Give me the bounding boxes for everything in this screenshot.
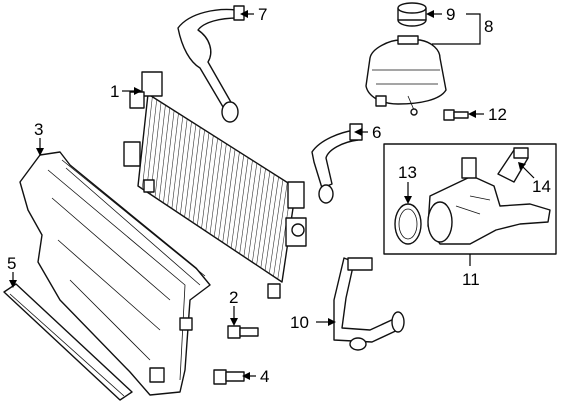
radiator-fin [226, 152, 240, 246]
o-ring-gasket-icon [394, 203, 422, 245]
bolt-4-icon [213, 369, 245, 385]
callout-12: 12 [488, 105, 507, 124]
radiator-fin [158, 107, 171, 201]
bolt-12-icon [443, 109, 469, 121]
radiator-fin [222, 149, 236, 243]
radiator-fin [209, 140, 223, 235]
upper-hose-icon [177, 5, 245, 123]
callout-11: 11 [462, 270, 480, 289]
radiator-fin [205, 138, 218, 232]
radiator-fin [260, 174, 275, 268]
coolant-hose-icon [311, 123, 363, 204]
radiator-fin [247, 165, 262, 260]
callout-5: 5 [7, 254, 16, 273]
radiator-fin [218, 146, 231, 240]
callout-labels: 1 2 3 4 5 6 7 8 9 10 11 12 13 14 [7, 5, 551, 386]
radiator-fin [163, 110, 175, 203]
radiator-fin [243, 163, 258, 257]
radiator-fin [213, 143, 227, 237]
radiator-fin [197, 132, 210, 226]
radiator-fin [184, 124, 197, 218]
radiator-fin [141, 96, 153, 189]
callout-7: 7 [258, 5, 267, 24]
thermostat-housing-icon [427, 157, 551, 245]
seal-strip-icon [3, 283, 133, 401]
callout-8: 8 [484, 17, 493, 36]
callout-9: 9 [446, 5, 455, 24]
radiator-fin [239, 160, 253, 254]
callout-10: 10 [290, 313, 309, 332]
radiator-fin [188, 127, 201, 220]
radiator-fin [192, 129, 205, 223]
radiator-fin [154, 105, 166, 198]
leader-lines [9, 10, 535, 380]
radiator-fin [273, 182, 288, 277]
radiator-fin [146, 99, 157, 192]
radiator-fin [175, 118, 188, 212]
callout-2: 2 [229, 288, 238, 307]
callout-1: 1 [110, 82, 119, 101]
callout-6: 6 [372, 123, 381, 142]
reservoir-icon [365, 35, 447, 116]
radiator-fin [256, 171, 271, 266]
callout-4: 4 [260, 367, 269, 386]
radiator-fin [180, 121, 192, 215]
radiator-icon [123, 71, 307, 299]
radiator-fin [235, 157, 249, 251]
radiator-fin [171, 116, 184, 209]
lower-hose-icon [333, 257, 405, 351]
radiator-fin [252, 168, 266, 263]
bolt-2-icon [227, 325, 259, 339]
radiator-fin [150, 102, 162, 195]
radiator-fin [167, 113, 179, 206]
reservoir-cap-icon [397, 2, 427, 27]
radiator-fin [230, 154, 245, 249]
callout-14: 14 [532, 177, 551, 196]
radiator-fin [264, 176, 279, 271]
temperature-sensor-icon [497, 147, 529, 183]
radiator-fin [201, 135, 214, 229]
radiator-fin [269, 179, 284, 274]
fan-shroud-icon [19, 151, 211, 396]
callout-13: 13 [398, 163, 417, 182]
callout-3: 3 [34, 120, 43, 139]
